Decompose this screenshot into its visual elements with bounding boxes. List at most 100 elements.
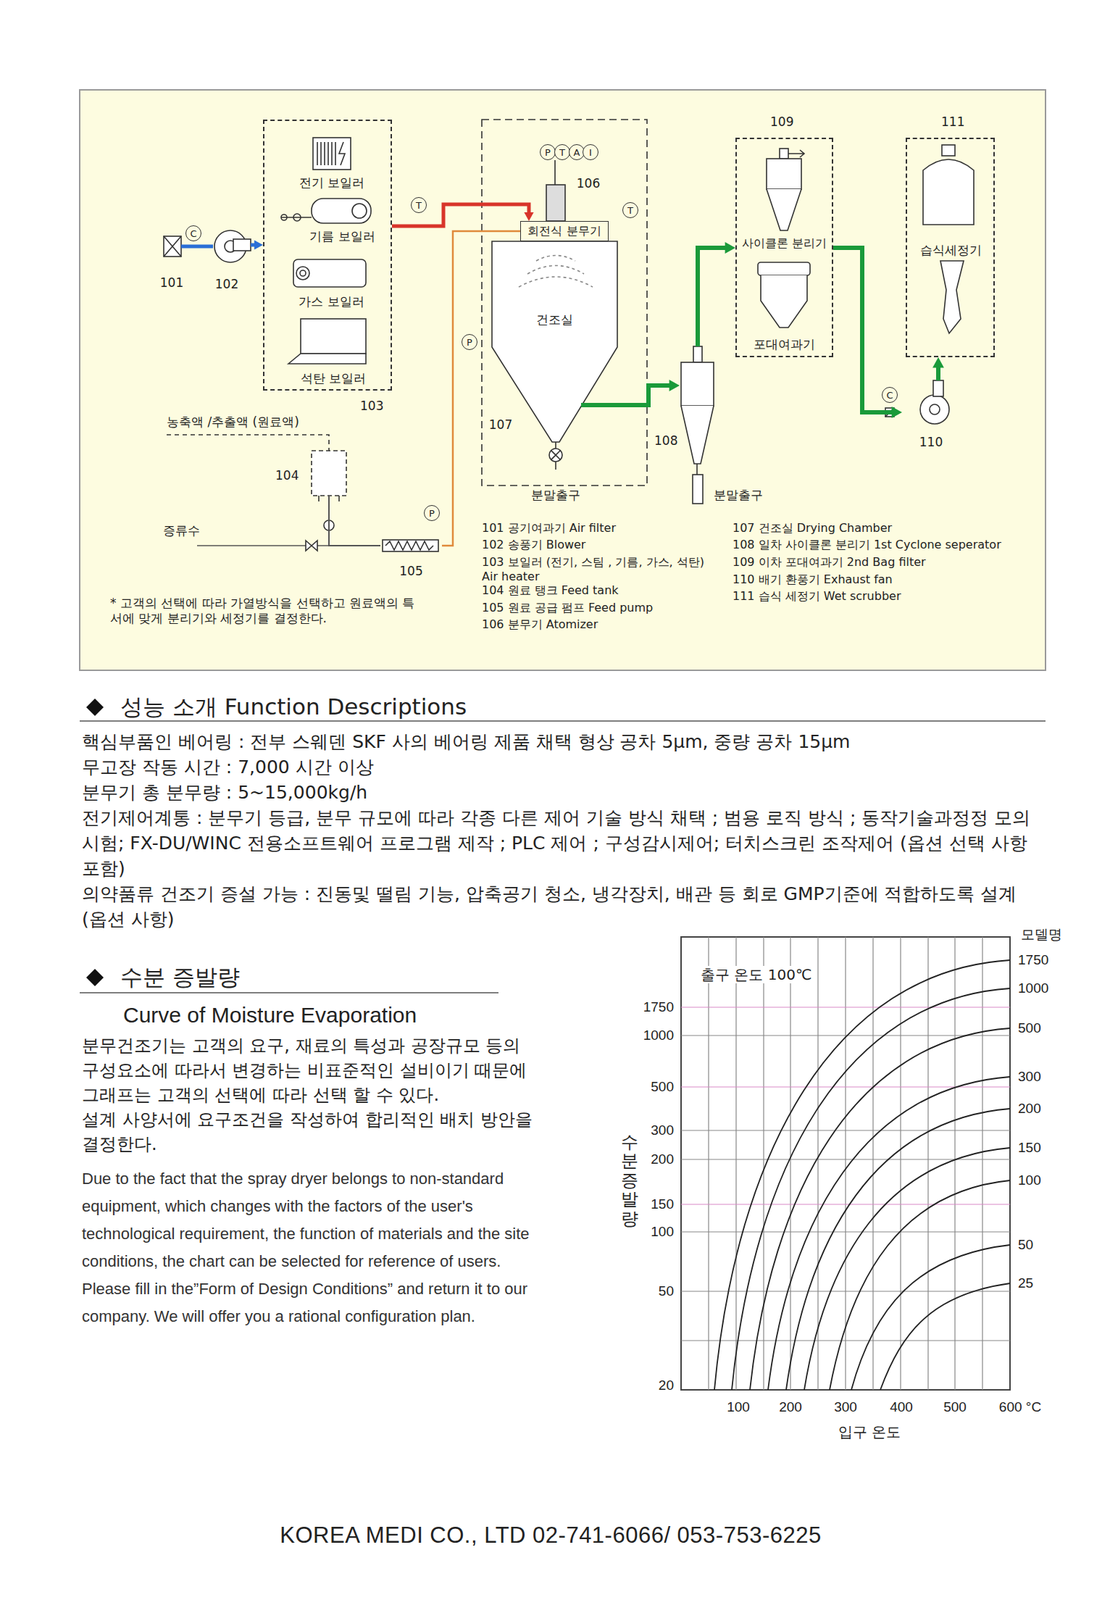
separator-group: 109사이클론 분리기포대여과기 (735, 137, 834, 358)
flow-connector (932, 357, 945, 368)
curve-label: 50 (1017, 1236, 1034, 1254)
flow-connector (441, 231, 521, 546)
chart-frame (681, 936, 1011, 1390)
curve-label: 25 (1017, 1275, 1034, 1292)
axis-tick: 500 (650, 1078, 674, 1096)
outlet-label: 분말출구 (713, 487, 763, 503)
section-rules (79, 720, 1046, 722)
evaporation-curves (786, 1108, 1011, 1390)
section-rules (86, 698, 104, 716)
oil-boiler (352, 203, 367, 219)
feed-tank (166, 434, 347, 531)
exhaust-fan (933, 380, 944, 397)
body-text: 분무건조기는 고객의 요구, 재료의 특성과 공장규모 등의 구성요소에 따라서… (81, 1033, 535, 1108)
oil-boiler (311, 198, 371, 224)
legend-item: 107 건조실 Drying Chamber (732, 520, 892, 535)
feed-line (382, 539, 439, 552)
drying-chamber (549, 448, 563, 462)
body-text: 무고장 작동 시간 : 7,000 시간 이상 (81, 754, 1032, 780)
axis-tick: 50 (658, 1283, 674, 1300)
flow-connector (523, 212, 534, 221)
cyclone-unit: 사이클론 분리기 (737, 144, 832, 250)
instrument-tag: C (881, 386, 898, 403)
exhaust-fan (929, 404, 940, 415)
blower (181, 244, 214, 249)
node-text: 포대여과기 (753, 336, 816, 352)
flow-connector (441, 231, 521, 546)
drying-chamber (491, 241, 618, 442)
blower (163, 230, 251, 263)
chart-frame (681, 936, 1011, 1390)
curve-label: 1750 (1017, 952, 1049, 969)
legend-item: 109 이차 포대여과기 2nd Bag filter (732, 555, 926, 569)
text-column: 핵심부품인 베어링 : 전부 스웨덴 SKF 사의 베어링 제품 채택 형상 공… (81, 728, 1032, 932)
flow-connector (581, 379, 680, 406)
evaporation-curves (851, 1244, 1011, 1390)
legend-item: 101 공기여과기 Air filter (481, 520, 616, 535)
evaporation-curves (829, 1180, 1011, 1390)
axis-tick: 200 (778, 1399, 803, 1416)
wet-scrubber (923, 159, 974, 225)
electric-boiler (313, 137, 351, 170)
flow-connector (932, 357, 945, 381)
cyclone-separator-1 (681, 362, 714, 406)
drying-chamber (555, 461, 557, 470)
curve-label: 300 (1017, 1068, 1042, 1086)
coal-boiler (288, 318, 366, 364)
axis-tick: 400 (889, 1399, 913, 1416)
curve-label: 500 (1017, 1020, 1042, 1037)
body-text: 분무기 총 분무량 : 5~15,000kg/h (81, 779, 1032, 805)
legend-item: 102 송풍기 Blower (481, 537, 586, 552)
scrubber-unit: 습식세정기 (910, 141, 992, 258)
axis-tick: 200 (650, 1151, 674, 1168)
drying-chamber (518, 255, 593, 288)
axis-tick: 500 (943, 1399, 967, 1416)
node-text: 가스 보일러 (298, 294, 364, 309)
legend-item: 106 분무기 Atomizer (481, 617, 598, 632)
exhaust-fan (920, 394, 950, 424)
feed-label: 농축액 /추출액 (원료액) (166, 414, 300, 429)
feed-line (385, 541, 434, 550)
gas-boiler (293, 259, 366, 287)
flow-connector (250, 239, 264, 250)
instrument-tag: T (554, 144, 571, 161)
node-text: 102 (215, 276, 239, 292)
axis-tick: 100 (650, 1223, 674, 1241)
feed-tank (166, 434, 329, 451)
boiler-unit: 석탄 보일러 (286, 315, 381, 386)
axis-tick: 150 (650, 1196, 674, 1213)
flow-connector (254, 239, 264, 250)
flow-connector (725, 241, 736, 254)
flow-connector (833, 247, 903, 419)
drying-chamber (491, 241, 618, 470)
evaporation-curves (749, 1028, 1011, 1390)
exhaust-fan (885, 380, 950, 424)
bag-filter (757, 262, 811, 276)
atomizer-motor (546, 184, 566, 221)
cyclone-separator-2 (779, 148, 789, 159)
section-rules (79, 991, 499, 994)
axis-tick: 100 (726, 1399, 750, 1416)
axis-title: 수분증발량 (620, 1132, 639, 1229)
illustration (481, 119, 648, 486)
drying-chamber: 건조실 (491, 241, 618, 446)
illustration (79, 89, 1046, 671)
bag-filter: 포대여과기 (737, 257, 832, 352)
cyclone-separator-1 (692, 474, 703, 504)
instrument-tag: P (461, 334, 478, 350)
node-text: 건조실 (536, 312, 574, 327)
evaporation-curves (731, 988, 1011, 1390)
coal-boiler (288, 353, 366, 364)
node-text: 기름 보일러 (309, 228, 375, 244)
drying-chamber (551, 450, 561, 460)
cyclone-separator-2 (766, 148, 805, 231)
axis-tick: 300 (833, 1399, 858, 1416)
node-text: 103 (360, 398, 384, 413)
electric-boiler (339, 142, 345, 166)
curve-label: 100 (1017, 1172, 1042, 1189)
node-text: 105 (399, 563, 423, 579)
coal-boiler (300, 318, 366, 354)
scrubber-group: 111습식세정기 (905, 137, 995, 358)
oil-boiler (293, 213, 301, 221)
